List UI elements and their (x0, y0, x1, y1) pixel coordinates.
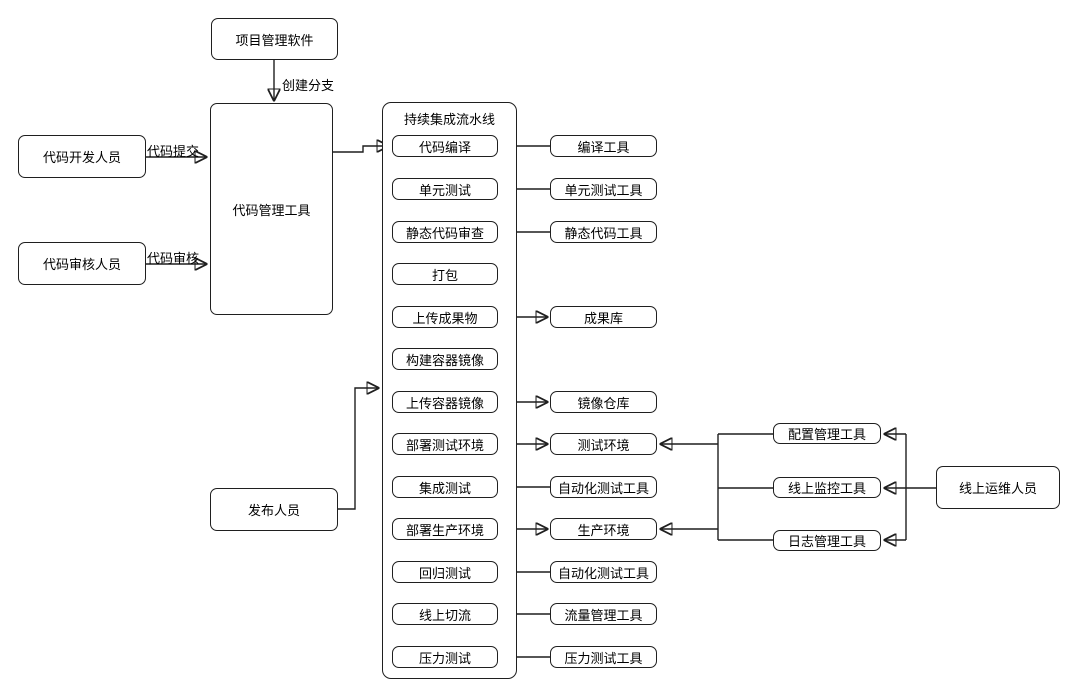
step-package: 打包 (392, 263, 498, 285)
step-upload-artifact: 上传成果物 (392, 306, 498, 328)
tool-traffic-mgmt: 流量管理工具 (550, 603, 657, 625)
node-prod-env: 生产环境 (550, 518, 657, 540)
edge-label-create-branch: 创建分支 (282, 78, 335, 93)
edge-label-review-code: 代码审核 (147, 251, 200, 266)
tool-log-mgmt: 日志管理工具 (773, 530, 881, 551)
pipeline-title: 持续集成流水线 (403, 112, 495, 127)
node-project-mgmt-software: 项目管理软件 (211, 18, 338, 60)
step-unit-test: 单元测试 (392, 178, 498, 200)
step-upload-container-image: 上传容器镜像 (392, 391, 498, 413)
edge-label-commit-code: 代码提交 (147, 144, 200, 159)
step-build-container-image: 构建容器镜像 (392, 348, 498, 370)
tool-static-code: 静态代码工具 (550, 221, 657, 243)
tool-compiler: 编译工具 (550, 135, 657, 157)
node-release-staff: 发布人员 (210, 488, 338, 531)
step-static-code-review: 静态代码审查 (392, 221, 498, 243)
step-regression-test: 回归测试 (392, 561, 498, 583)
tool-stress-test: 压力测试工具 (550, 646, 657, 668)
node-code-developer: 代码开发人员 (18, 135, 146, 178)
node-test-env: 测试环境 (550, 433, 657, 455)
step-deploy-test-env: 部署测试环境 (392, 433, 498, 455)
step-integration-test: 集成测试 (392, 476, 498, 498)
tool-unit-test: 单元测试工具 (550, 178, 657, 200)
node-ops-staff: 线上运维人员 (936, 466, 1060, 509)
node-image-registry: 镜像仓库 (550, 391, 657, 413)
tool-automated-test-2: 自动化测试工具 (550, 561, 657, 583)
tool-automated-test-1: 自动化测试工具 (550, 476, 657, 498)
tool-online-monitor: 线上监控工具 (773, 477, 881, 498)
step-code-compile: 代码编译 (392, 135, 498, 157)
node-artifact-repo: 成果库 (550, 306, 657, 328)
node-code-mgmt-tool: 代码管理工具 (210, 103, 333, 315)
step-stress-test: 压力测试 (392, 646, 498, 668)
step-deploy-prod-env: 部署生产环境 (392, 518, 498, 540)
node-code-reviewer: 代码审核人员 (18, 242, 146, 285)
step-online-traffic-switch: 线上切流 (392, 603, 498, 625)
tool-config-mgmt: 配置管理工具 (773, 423, 881, 444)
